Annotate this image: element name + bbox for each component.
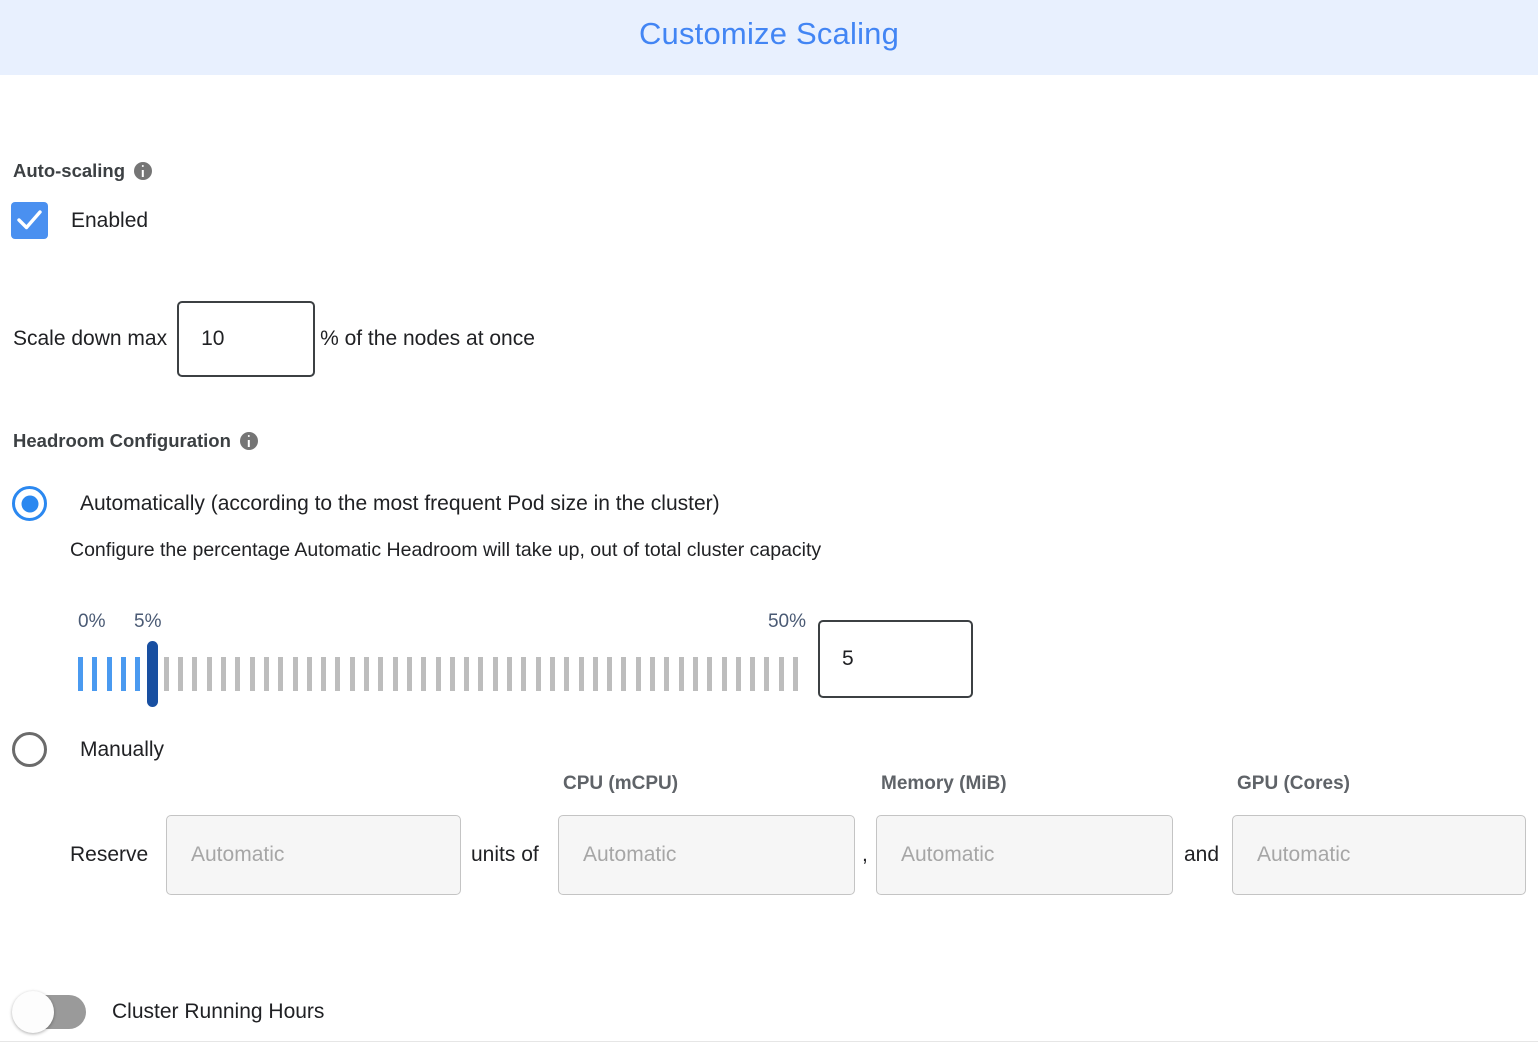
- scale-down-max-row: Scale down max % of the nodes at once: [13, 301, 535, 377]
- slider-tick: [492, 657, 498, 691]
- headroom-percentage-input[interactable]: [818, 620, 973, 698]
- autoscaling-heading-label: Auto-scaling: [13, 160, 126, 181]
- cluster-running-hours-toggle[interactable]: [12, 991, 86, 1033]
- radio-manually[interactable]: [12, 732, 47, 767]
- slider-tick: [421, 657, 427, 691]
- scale-down-max-input[interactable]: [177, 301, 316, 377]
- slider-tick: [306, 657, 312, 691]
- check-icon: [17, 210, 42, 230]
- slider-tick: [135, 657, 141, 691]
- slider-tick: [778, 657, 784, 691]
- reserve-field-headers: CPU (mCPU) Memory (MiB) GPU (Cores): [0, 773, 1538, 799]
- slider-tick: [449, 657, 455, 691]
- autoscaling-enabled-checkbox[interactable]: [11, 202, 48, 239]
- slider-tick: [535, 657, 541, 691]
- info-icon[interactable]: [134, 162, 153, 180]
- slider-tick: [578, 657, 584, 691]
- slider-tick: [650, 657, 655, 691]
- headroom-configuration-label: Headroom Configuration: [13, 430, 231, 451]
- headroom-option-manually[interactable]: Manually: [12, 732, 164, 767]
- slider-labels: 0% 5% 50%: [78, 611, 808, 637]
- slider-tick: [106, 657, 112, 691]
- scale-down-max-suffix: % of the nodes at once: [320, 327, 535, 350]
- slider-tick: [793, 657, 798, 691]
- slider-tick: [735, 657, 741, 691]
- slider-tick: [235, 657, 241, 691]
- slider-tick: [549, 657, 555, 691]
- slider-tick: [378, 657, 384, 691]
- headroom-description: Configure the percentage Automatic Headr…: [70, 539, 822, 561]
- slider-tick: [163, 657, 169, 691]
- reserve-cpu-input[interactable]: [558, 815, 855, 895]
- headroom-slider[interactable]: 0% 5% 50%: [78, 611, 808, 707]
- slider-tick: [406, 657, 412, 691]
- reserve-label: Reserve: [70, 843, 149, 866]
- reserve-units-input[interactable]: [166, 815, 461, 895]
- slider-tick: [678, 657, 684, 691]
- slider-tick: [92, 657, 98, 691]
- radio-automatically[interactable]: [12, 486, 47, 521]
- slider-tick: [278, 657, 284, 691]
- slider-tick: [221, 657, 226, 691]
- slider-track[interactable]: [78, 641, 808, 707]
- slider-tick: [707, 657, 713, 691]
- slider-tick: [521, 657, 527, 691]
- slider-tick: [263, 657, 269, 691]
- scale-down-max-label: Scale down max: [13, 327, 168, 350]
- slider-tick: [392, 657, 398, 691]
- slider-tick: [292, 657, 298, 691]
- autoscaling-enabled-row[interactable]: Enabled: [11, 202, 148, 239]
- toggle-knob: [12, 991, 54, 1033]
- slider-tick: [664, 657, 670, 691]
- slider-tick: [564, 657, 570, 691]
- and-separator: and: [1184, 843, 1220, 866]
- page-title: Customize Scaling: [638, 16, 900, 51]
- slider-max-label: 50%: [767, 611, 806, 632]
- slider-tick: [692, 657, 698, 691]
- headroom-configuration-heading: Headroom Configuration: [13, 430, 258, 452]
- slider-tick: [349, 657, 355, 691]
- info-icon[interactable]: [239, 432, 258, 450]
- slider-tick: [721, 657, 727, 691]
- slider-tick: [335, 657, 341, 691]
- slider-tick: [321, 657, 327, 691]
- slider-tick: [607, 657, 613, 691]
- radio-manually-label: Manually: [80, 737, 165, 761]
- cpu-column-header: CPU (mCPU): [563, 773, 679, 794]
- slider-tick: [750, 657, 756, 691]
- slider-tick: [435, 657, 441, 691]
- slider-tick: [764, 657, 770, 691]
- reserve-memory-input[interactable]: [876, 815, 1173, 895]
- slider-value-label: 5%: [134, 611, 162, 632]
- slider-tick: [206, 657, 212, 691]
- slider-tick: [178, 657, 184, 691]
- slider-tick: [507, 657, 512, 691]
- slider-tick: [635, 657, 641, 691]
- headroom-option-automatically[interactable]: Automatically (according to the most fre…: [12, 486, 720, 521]
- slider-tick: [192, 657, 198, 691]
- reserve-row: Reserve units of , and: [0, 815, 1538, 897]
- units-of-label: units of: [471, 843, 539, 866]
- autoscaling-heading: Auto-scaling: [13, 160, 153, 182]
- autoscaling-enabled-label: Enabled: [71, 208, 149, 232]
- memory-column-header: Memory (MiB): [881, 773, 1007, 794]
- cluster-running-hours-row[interactable]: Cluster Running Hours: [12, 991, 325, 1033]
- slider-tick: [478, 657, 484, 691]
- slider-thumb[interactable]: [146, 641, 158, 707]
- dialog-header: Customize Scaling: [0, 0, 1538, 75]
- slider-tick: [464, 657, 470, 691]
- slider-tick: [592, 657, 598, 691]
- radio-automatically-label: Automatically (according to the most fre…: [80, 491, 720, 515]
- slider-tick: [621, 657, 627, 691]
- cluster-running-hours-label: Cluster Running Hours: [112, 1000, 325, 1023]
- slider-tick: [78, 657, 83, 691]
- slider-min-label: 0%: [78, 611, 106, 632]
- comma-separator: ,: [862, 843, 868, 866]
- slider-tick: [249, 657, 255, 691]
- gpu-column-header: GPU (Cores): [1237, 773, 1350, 794]
- slider-tick: [364, 657, 369, 691]
- slider-tick: [120, 657, 126, 691]
- reserve-gpu-input[interactable]: [1232, 815, 1526, 895]
